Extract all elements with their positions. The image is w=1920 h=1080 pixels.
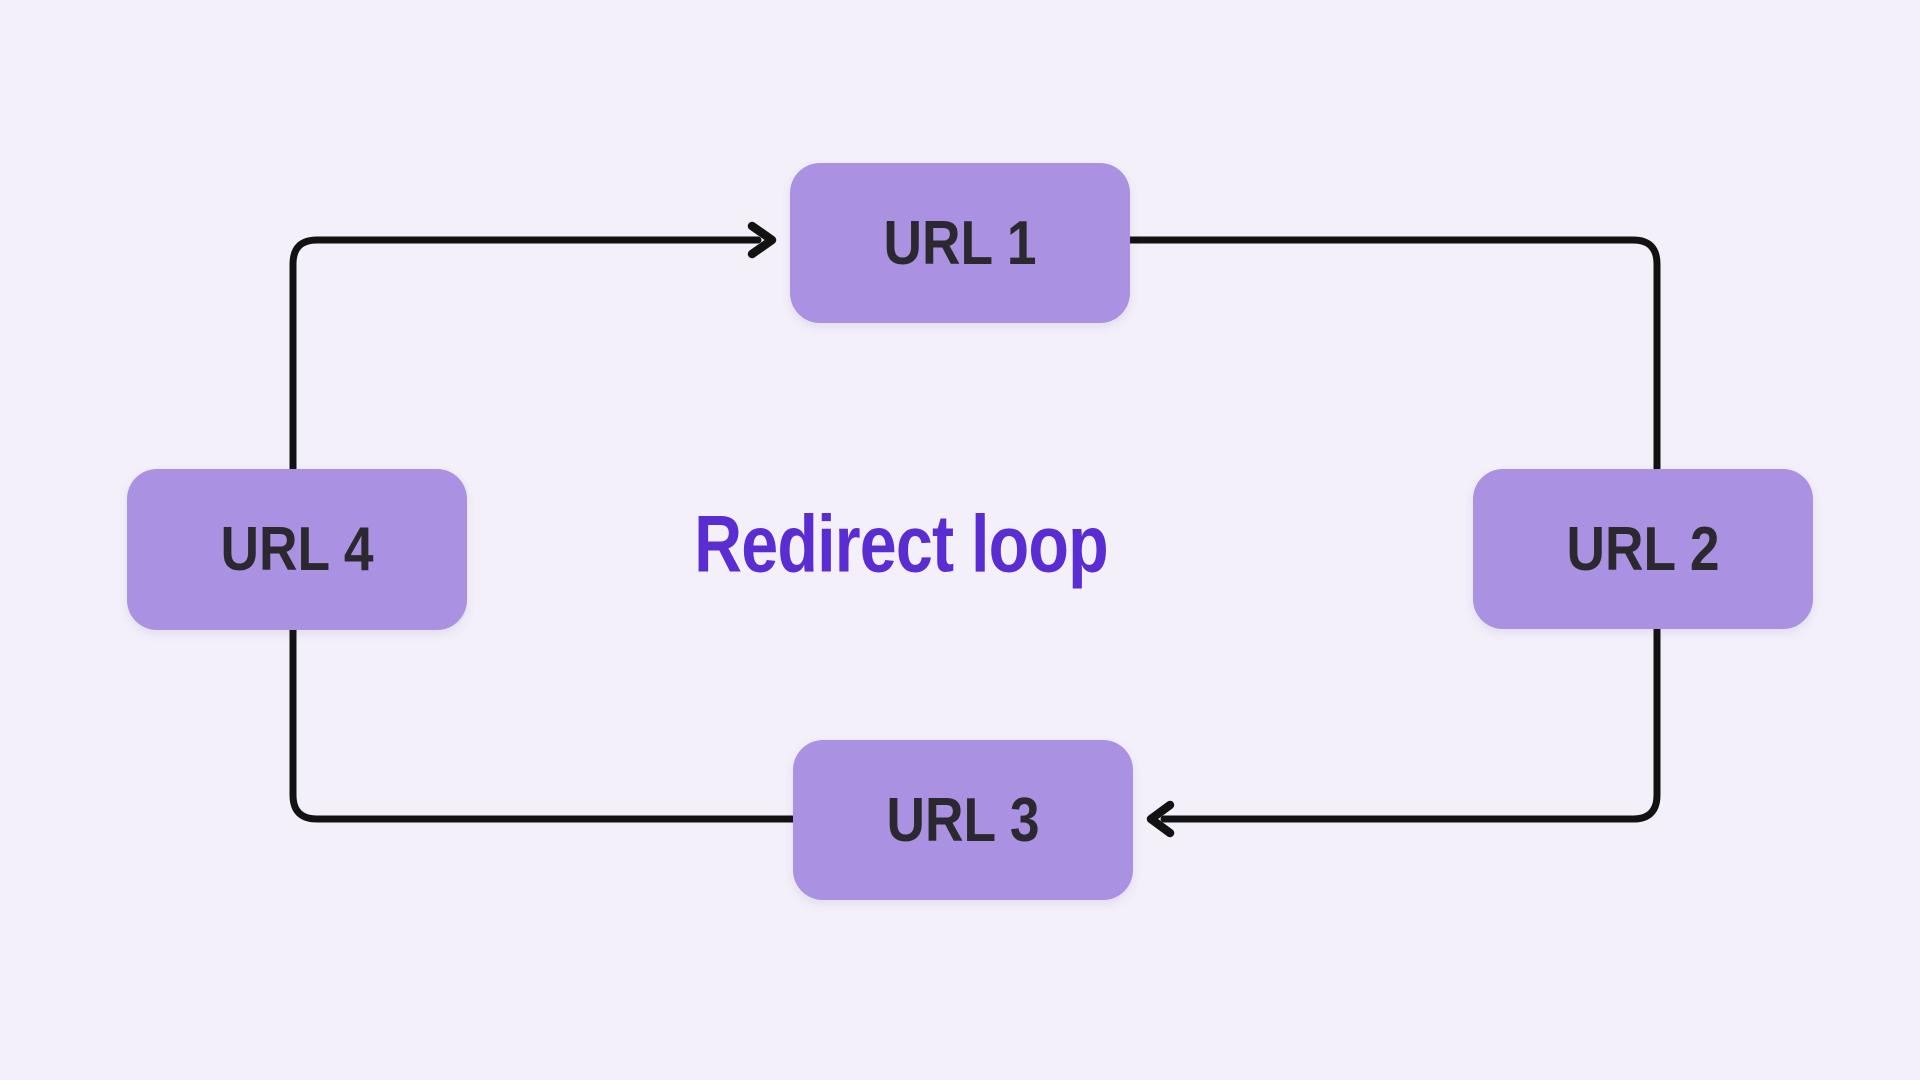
node-url-3-label: URL 3 [886, 785, 1040, 855]
center-label: Redirect loop [694, 499, 1109, 590]
edge-url2-to-url3 [1160, 621, 1661, 823]
arrowhead-into-url3-icon [1146, 800, 1175, 838]
node-url-4-label: URL 4 [220, 515, 374, 584]
node-url-2: URL 2 [1473, 469, 1813, 629]
node-url-1-label: URL 1 [883, 208, 1037, 278]
node-url-4: URL 4 [127, 469, 467, 630]
edge-url1-to-url2 [1124, 236, 1661, 479]
node-url-3: URL 3 [793, 740, 1133, 900]
edge-url4-to-url1 [289, 236, 762, 479]
node-url-2-label: URL 2 [1566, 514, 1720, 584]
arrowhead-into-url1-icon [747, 221, 777, 259]
edge-url3-to-url4 [289, 621, 799, 823]
node-url-1: URL 1 [790, 163, 1130, 323]
